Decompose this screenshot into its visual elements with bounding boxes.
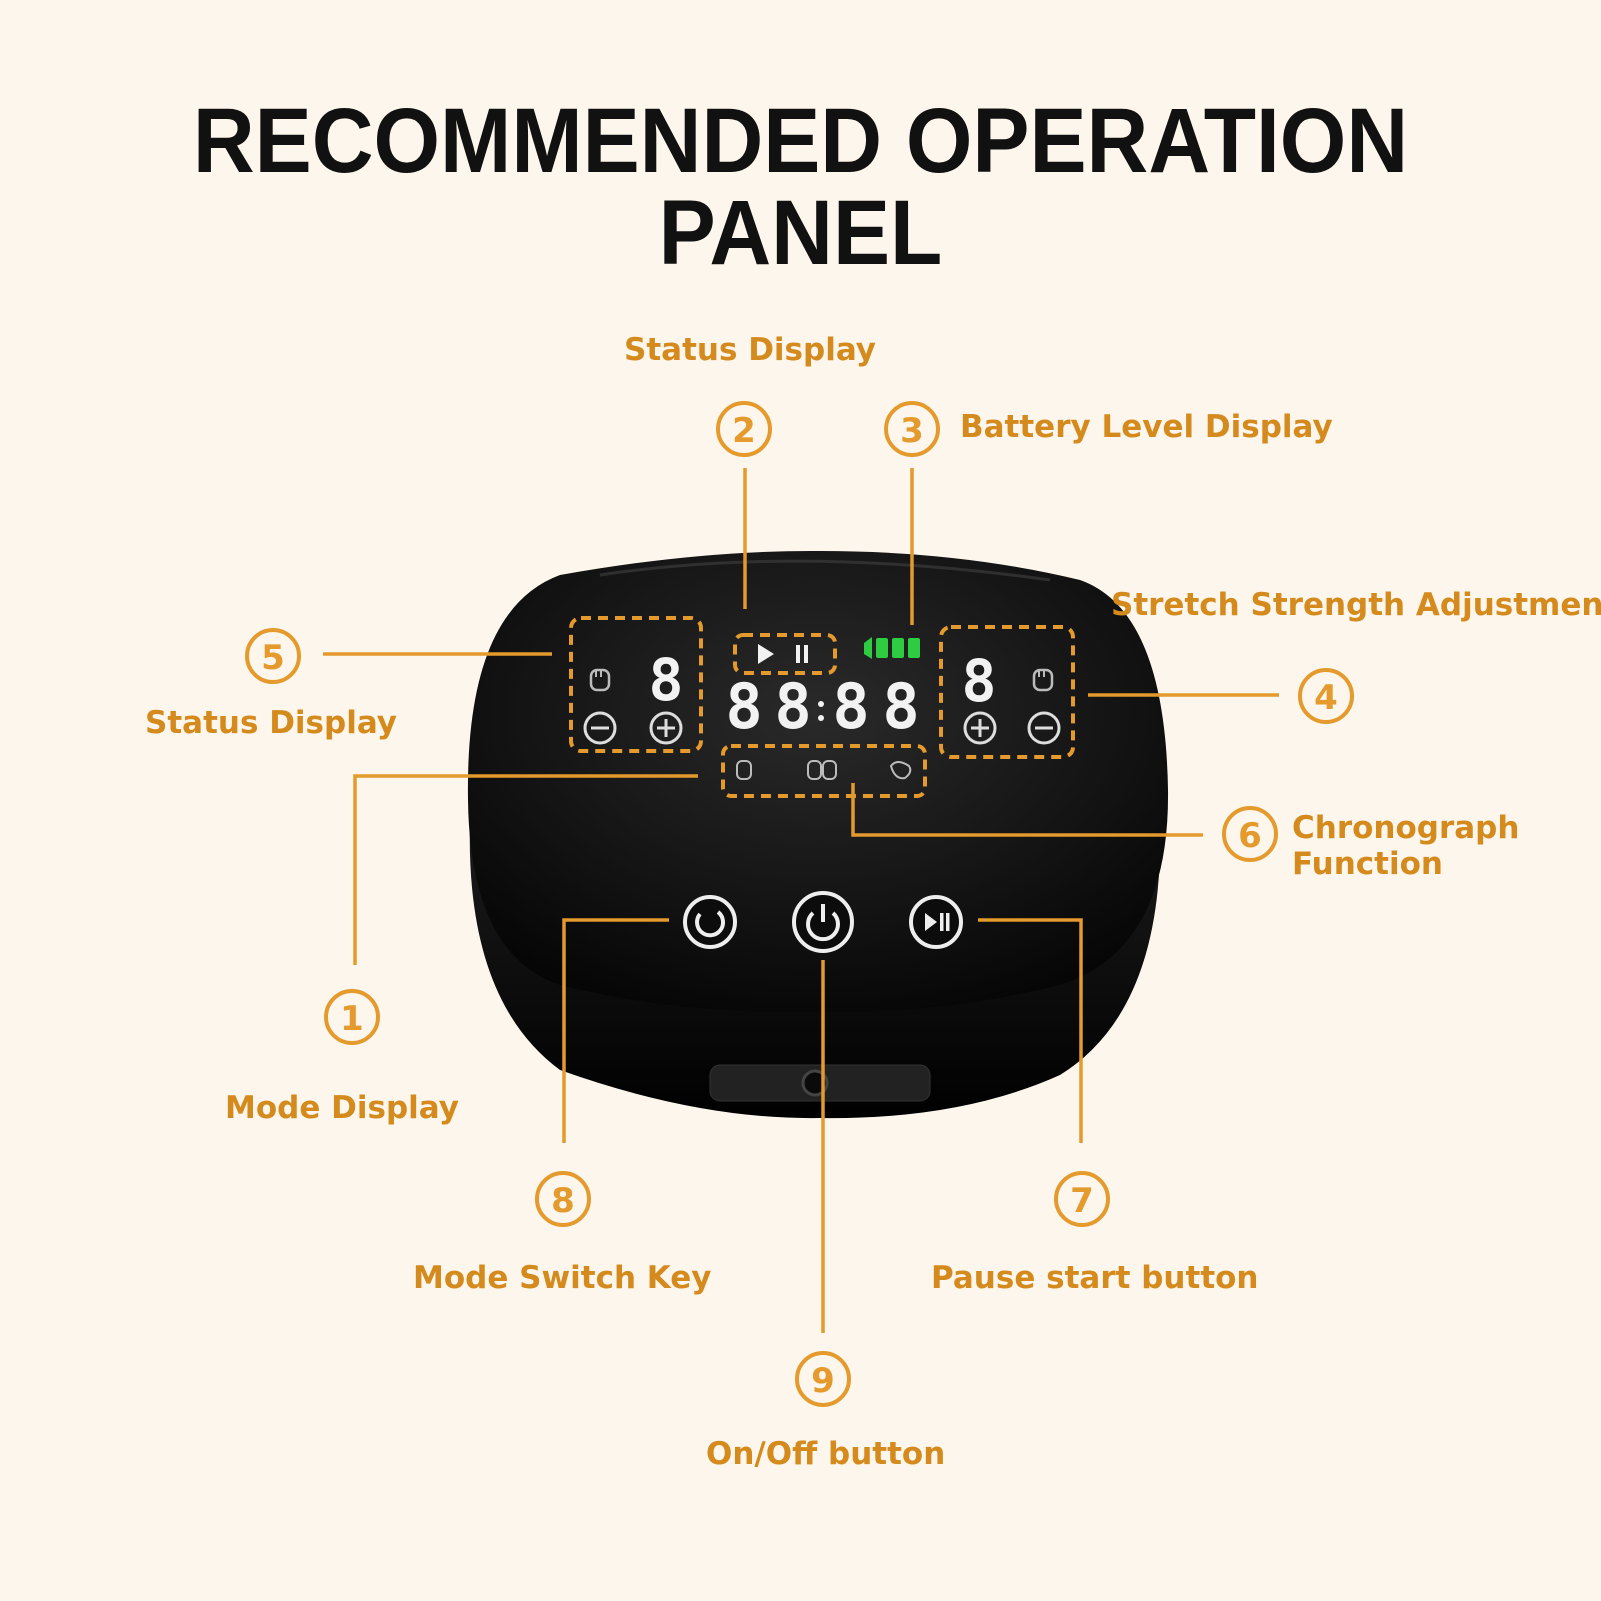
page-title: RECOMMENDED OPERATION PANEL [192,90,1409,284]
play-icon [758,644,774,664]
callout-number: 8 [551,1181,575,1221]
left-strength-panel: 8 [569,616,703,753]
callout-number: 1 [340,999,364,1039]
device-top-surface [467,550,1169,1013]
callout-badge-4: 4 [1298,668,1354,724]
callout-badge-7: 7 [1054,1171,1110,1227]
pause-icon [796,645,808,663]
callout-badge-6: 6 [1222,806,1278,862]
minus-icon[interactable] [1027,711,1061,745]
minus-icon[interactable] [583,711,617,745]
leader-8 [562,918,669,1143]
label-status-display-top: Status Display [624,332,876,368]
plus-icon[interactable] [963,711,997,745]
plus-icon[interactable] [649,711,683,745]
callout-badge-2: 2 [716,401,772,457]
callout-number: 5 [261,638,285,678]
hand-icon [589,668,611,692]
label-on-off: On/Off button [706,1436,946,1472]
hand-icon [736,760,752,780]
clock-digit: 8 [725,670,762,743]
callout-badge-1: 1 [324,989,380,1045]
callout-number: 6 [1238,816,1262,856]
hand-icon [807,760,837,780]
foot-icon [889,761,912,780]
callout-number: 4 [1314,678,1338,718]
label-chronograph: Chronograph Function [1292,810,1520,882]
leader-7 [978,918,1083,1143]
power-icon [806,911,840,942]
right-strength-panel: 8 [939,625,1075,759]
clock-digit: 8 [882,670,919,743]
cycle-icon [695,910,726,938]
callout-number: 3 [900,411,924,451]
label-battery-level: Battery Level Display [960,409,1333,445]
label-pause-start: Pause start button [931,1260,1259,1296]
callout-number: 2 [732,411,756,451]
power-button[interactable] [792,891,854,953]
label-chronograph-line1: Chronograph [1292,810,1520,846]
pause-start-button[interactable] [909,895,963,949]
leader-1 [353,774,698,965]
label-stretch-strength: Stretch Strength Adjustment [1111,587,1601,623]
battery-icon [864,637,920,659]
label-mode-display: Mode Display [225,1090,459,1126]
clock-digit: 8 [832,670,869,743]
callout-badge-8: 8 [535,1171,591,1227]
right-level-digit: 8 [962,647,997,715]
mode-switch-button[interactable] [683,895,737,949]
callout-lines [323,468,1279,1333]
status-display [733,633,837,675]
label-mode-switch: Mode Switch Key [413,1260,712,1296]
callout-number: 7 [1070,1181,1094,1221]
leader-6 [851,783,1203,837]
device [467,550,1169,1119]
left-level-digit: 8 [649,646,684,714]
mode-display [721,744,927,798]
chronograph-display: 8 8 8 8 [725,670,919,743]
hand-icon [1032,668,1054,692]
callout-badge-3: 3 [884,401,940,457]
label-status-display-left: Status Display [145,705,397,741]
callout-badge-9: 9 [795,1351,851,1407]
callout-number: 9 [811,1361,835,1401]
clock-digit: 8 [774,670,811,743]
play-pause-icon [925,913,950,931]
label-chronograph-line2: Function [1292,845,1443,882]
callout-badge-5: 5 [245,628,301,684]
